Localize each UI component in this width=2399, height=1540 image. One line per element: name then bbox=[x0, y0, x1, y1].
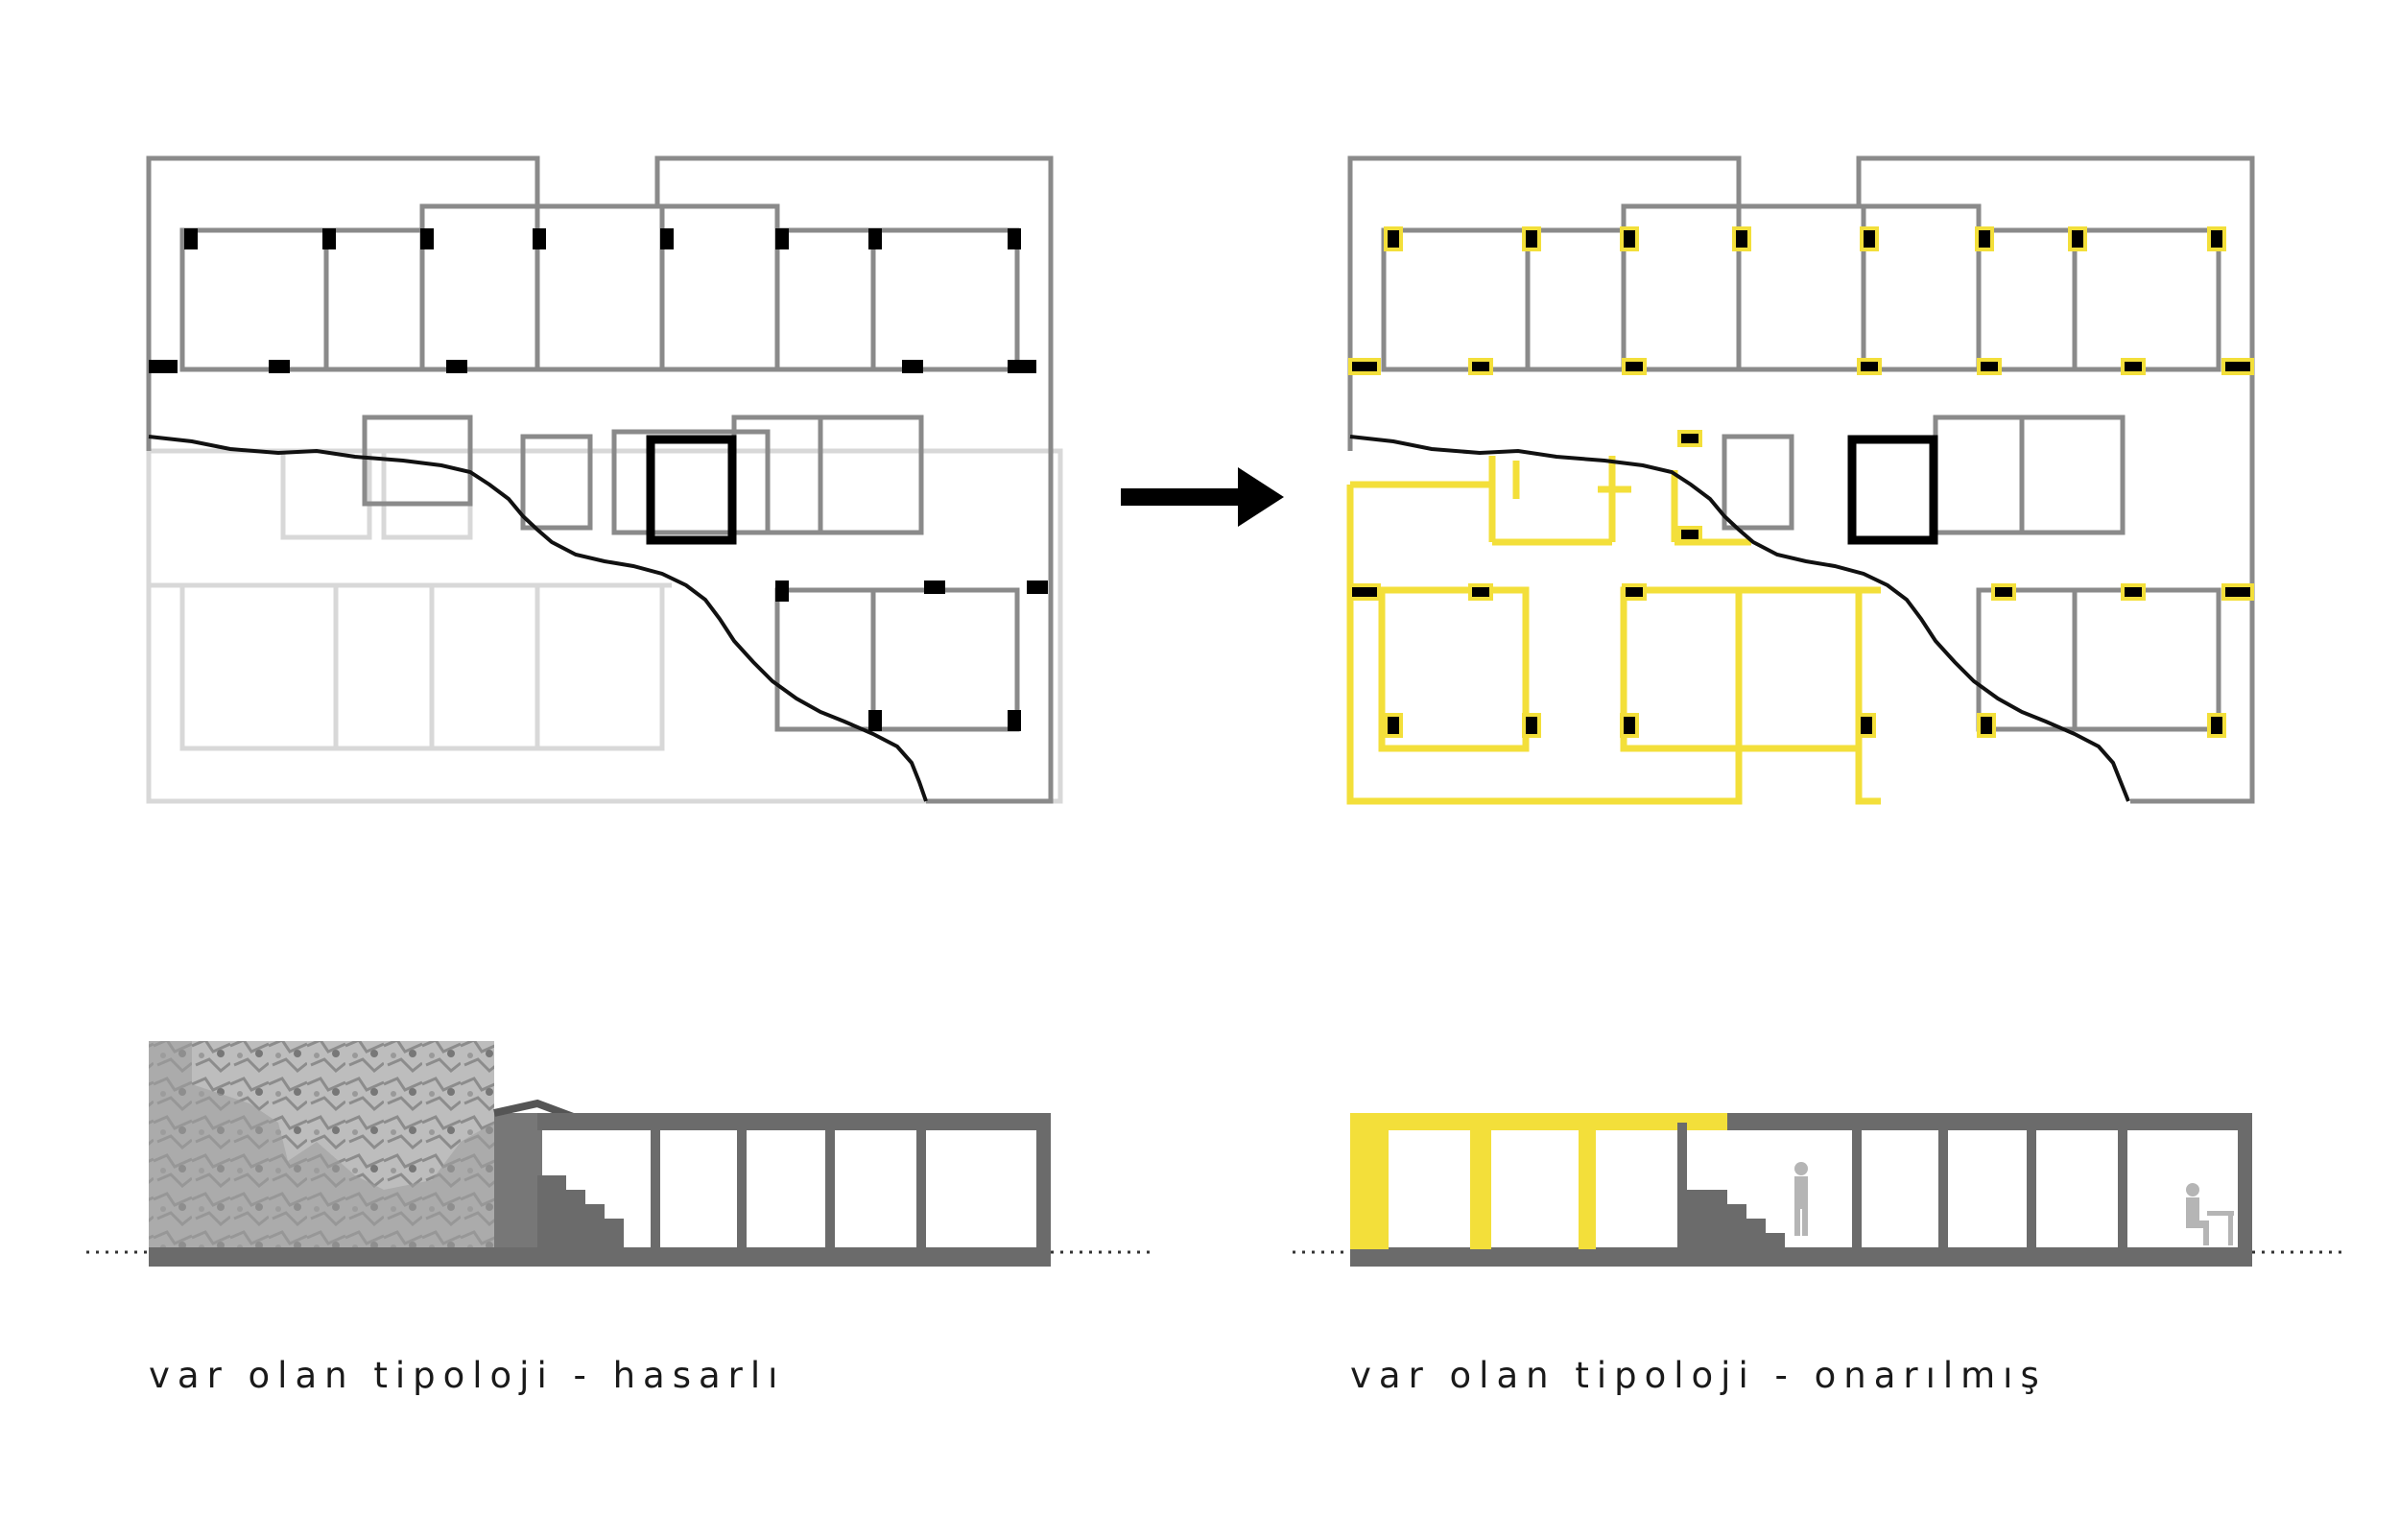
plan-damaged-walls bbox=[146, 155, 1054, 804]
plan-repaired-crack bbox=[1349, 435, 2130, 802]
person-standing-icon bbox=[1794, 1162, 1808, 1236]
arrow-right-icon bbox=[1121, 467, 1284, 527]
section-damaged bbox=[86, 1041, 1152, 1267]
section-repaired-yellow-col-1 bbox=[1350, 1123, 1389, 1249]
section-repaired-yellow-col-2 bbox=[1470, 1123, 1491, 1249]
plan-repaired bbox=[1346, 155, 2255, 805]
section-repaired-floor bbox=[1350, 1247, 2252, 1267]
plan-damaged-columns bbox=[149, 228, 1048, 731]
plan-damaged-core bbox=[646, 435, 737, 545]
plan-repaired-yellow-walls bbox=[1346, 456, 1881, 805]
section-damaged-floor bbox=[149, 1247, 1051, 1267]
section-repaired-yellow-col-3 bbox=[1579, 1123, 1596, 1249]
plan-damaged-crack bbox=[148, 435, 928, 802]
plan-damaged bbox=[146, 155, 1063, 804]
plan-repaired-walls bbox=[1347, 155, 2255, 804]
caption-repaired: var olan tipoloji - onarılmış bbox=[1350, 1355, 2047, 1396]
section-repaired bbox=[1293, 1113, 2341, 1267]
section-damaged-stair bbox=[537, 1175, 624, 1247]
plan-damaged-ghost-zone bbox=[146, 448, 1063, 804]
person-seated-icon bbox=[2186, 1183, 2234, 1245]
section-repaired-yellow-roof bbox=[1350, 1113, 1746, 1130]
section-damaged-roof bbox=[537, 1113, 1051, 1130]
plan-repaired-columns bbox=[1348, 226, 2254, 738]
caption-damaged: var olan tipoloji - hasarlı bbox=[149, 1355, 786, 1396]
section-repaired-stair bbox=[1687, 1190, 1785, 1247]
plan-repaired-core bbox=[1847, 435, 1938, 545]
